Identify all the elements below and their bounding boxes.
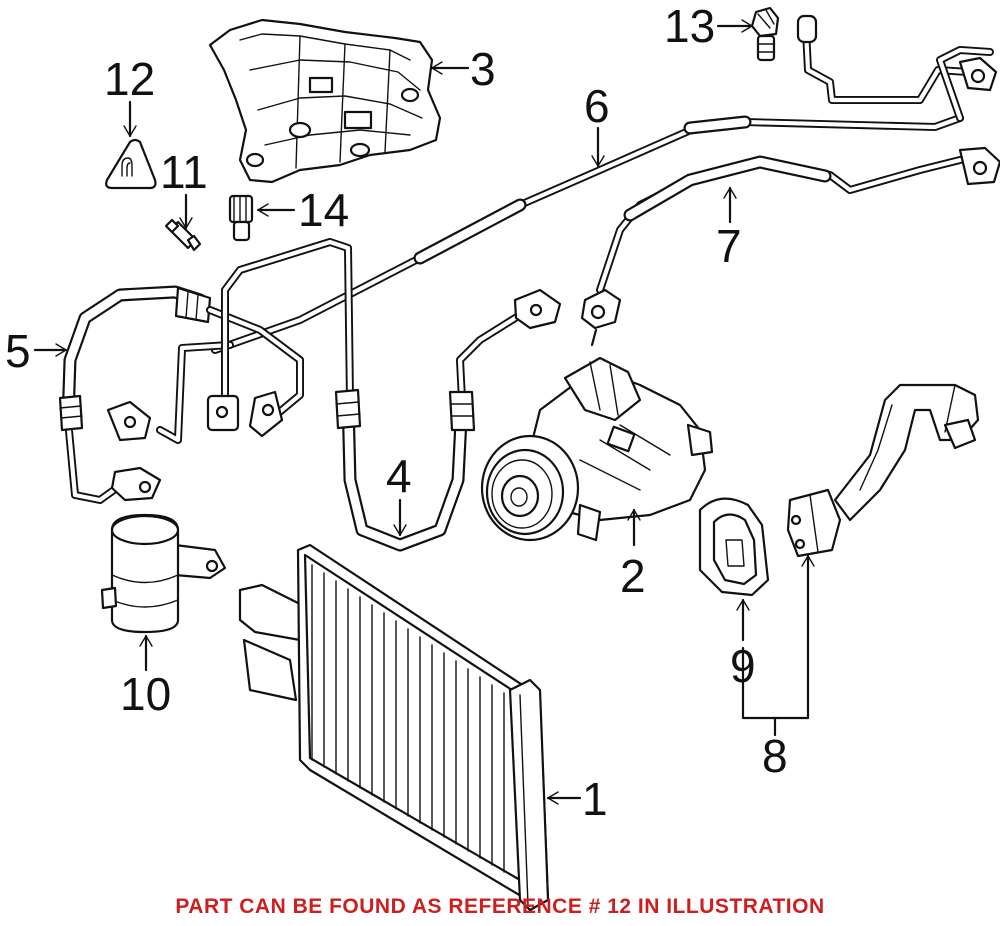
receiver-drier bbox=[100, 513, 227, 634]
ac-compressor bbox=[480, 356, 714, 542]
callout-3: 3 bbox=[470, 43, 496, 95]
refrigerant-line-4 bbox=[206, 238, 562, 552]
refrigerant-line-6 bbox=[211, 14, 998, 354]
refrigerant-line-7 bbox=[580, 146, 1000, 347]
callout-5: 5 bbox=[5, 325, 31, 377]
condenser bbox=[238, 543, 550, 912]
reference-caption: PART CAN BE FOUND AS REFERENCE # 12 IN I… bbox=[175, 895, 825, 918]
callout-10: 10 bbox=[120, 668, 171, 720]
callout-13: 13 bbox=[664, 0, 715, 52]
callout-11: 11 bbox=[160, 146, 208, 198]
callout-2: 2 bbox=[620, 550, 646, 602]
callout-9: 9 bbox=[730, 640, 756, 692]
callout-1: 1 bbox=[582, 773, 608, 825]
service-cap-part-14 bbox=[228, 194, 254, 242]
callout-8: 8 bbox=[762, 730, 788, 782]
warning-label-triangle bbox=[105, 138, 157, 190]
callout-4: 4 bbox=[386, 450, 412, 502]
callout-14: 14 bbox=[298, 184, 349, 236]
callout-6: 6 bbox=[584, 80, 610, 132]
compressor-bracket bbox=[208, 18, 442, 184]
leader-lines bbox=[33, 19, 815, 805]
fitting-part-13 bbox=[750, 6, 780, 62]
seal-gasket bbox=[698, 497, 770, 597]
condenser-fins bbox=[311, 564, 505, 873]
callout-7: 7 bbox=[716, 220, 742, 272]
refrigerant-line-5 bbox=[58, 285, 304, 504]
expansion-valve-assembly bbox=[786, 383, 980, 558]
callout-labels: 1 2 3 4 5 6 7 8 9 10 11 12 13 14 bbox=[5, 0, 788, 825]
callout-12: 12 bbox=[104, 53, 155, 105]
schrader-valve-part-11 bbox=[164, 218, 202, 252]
